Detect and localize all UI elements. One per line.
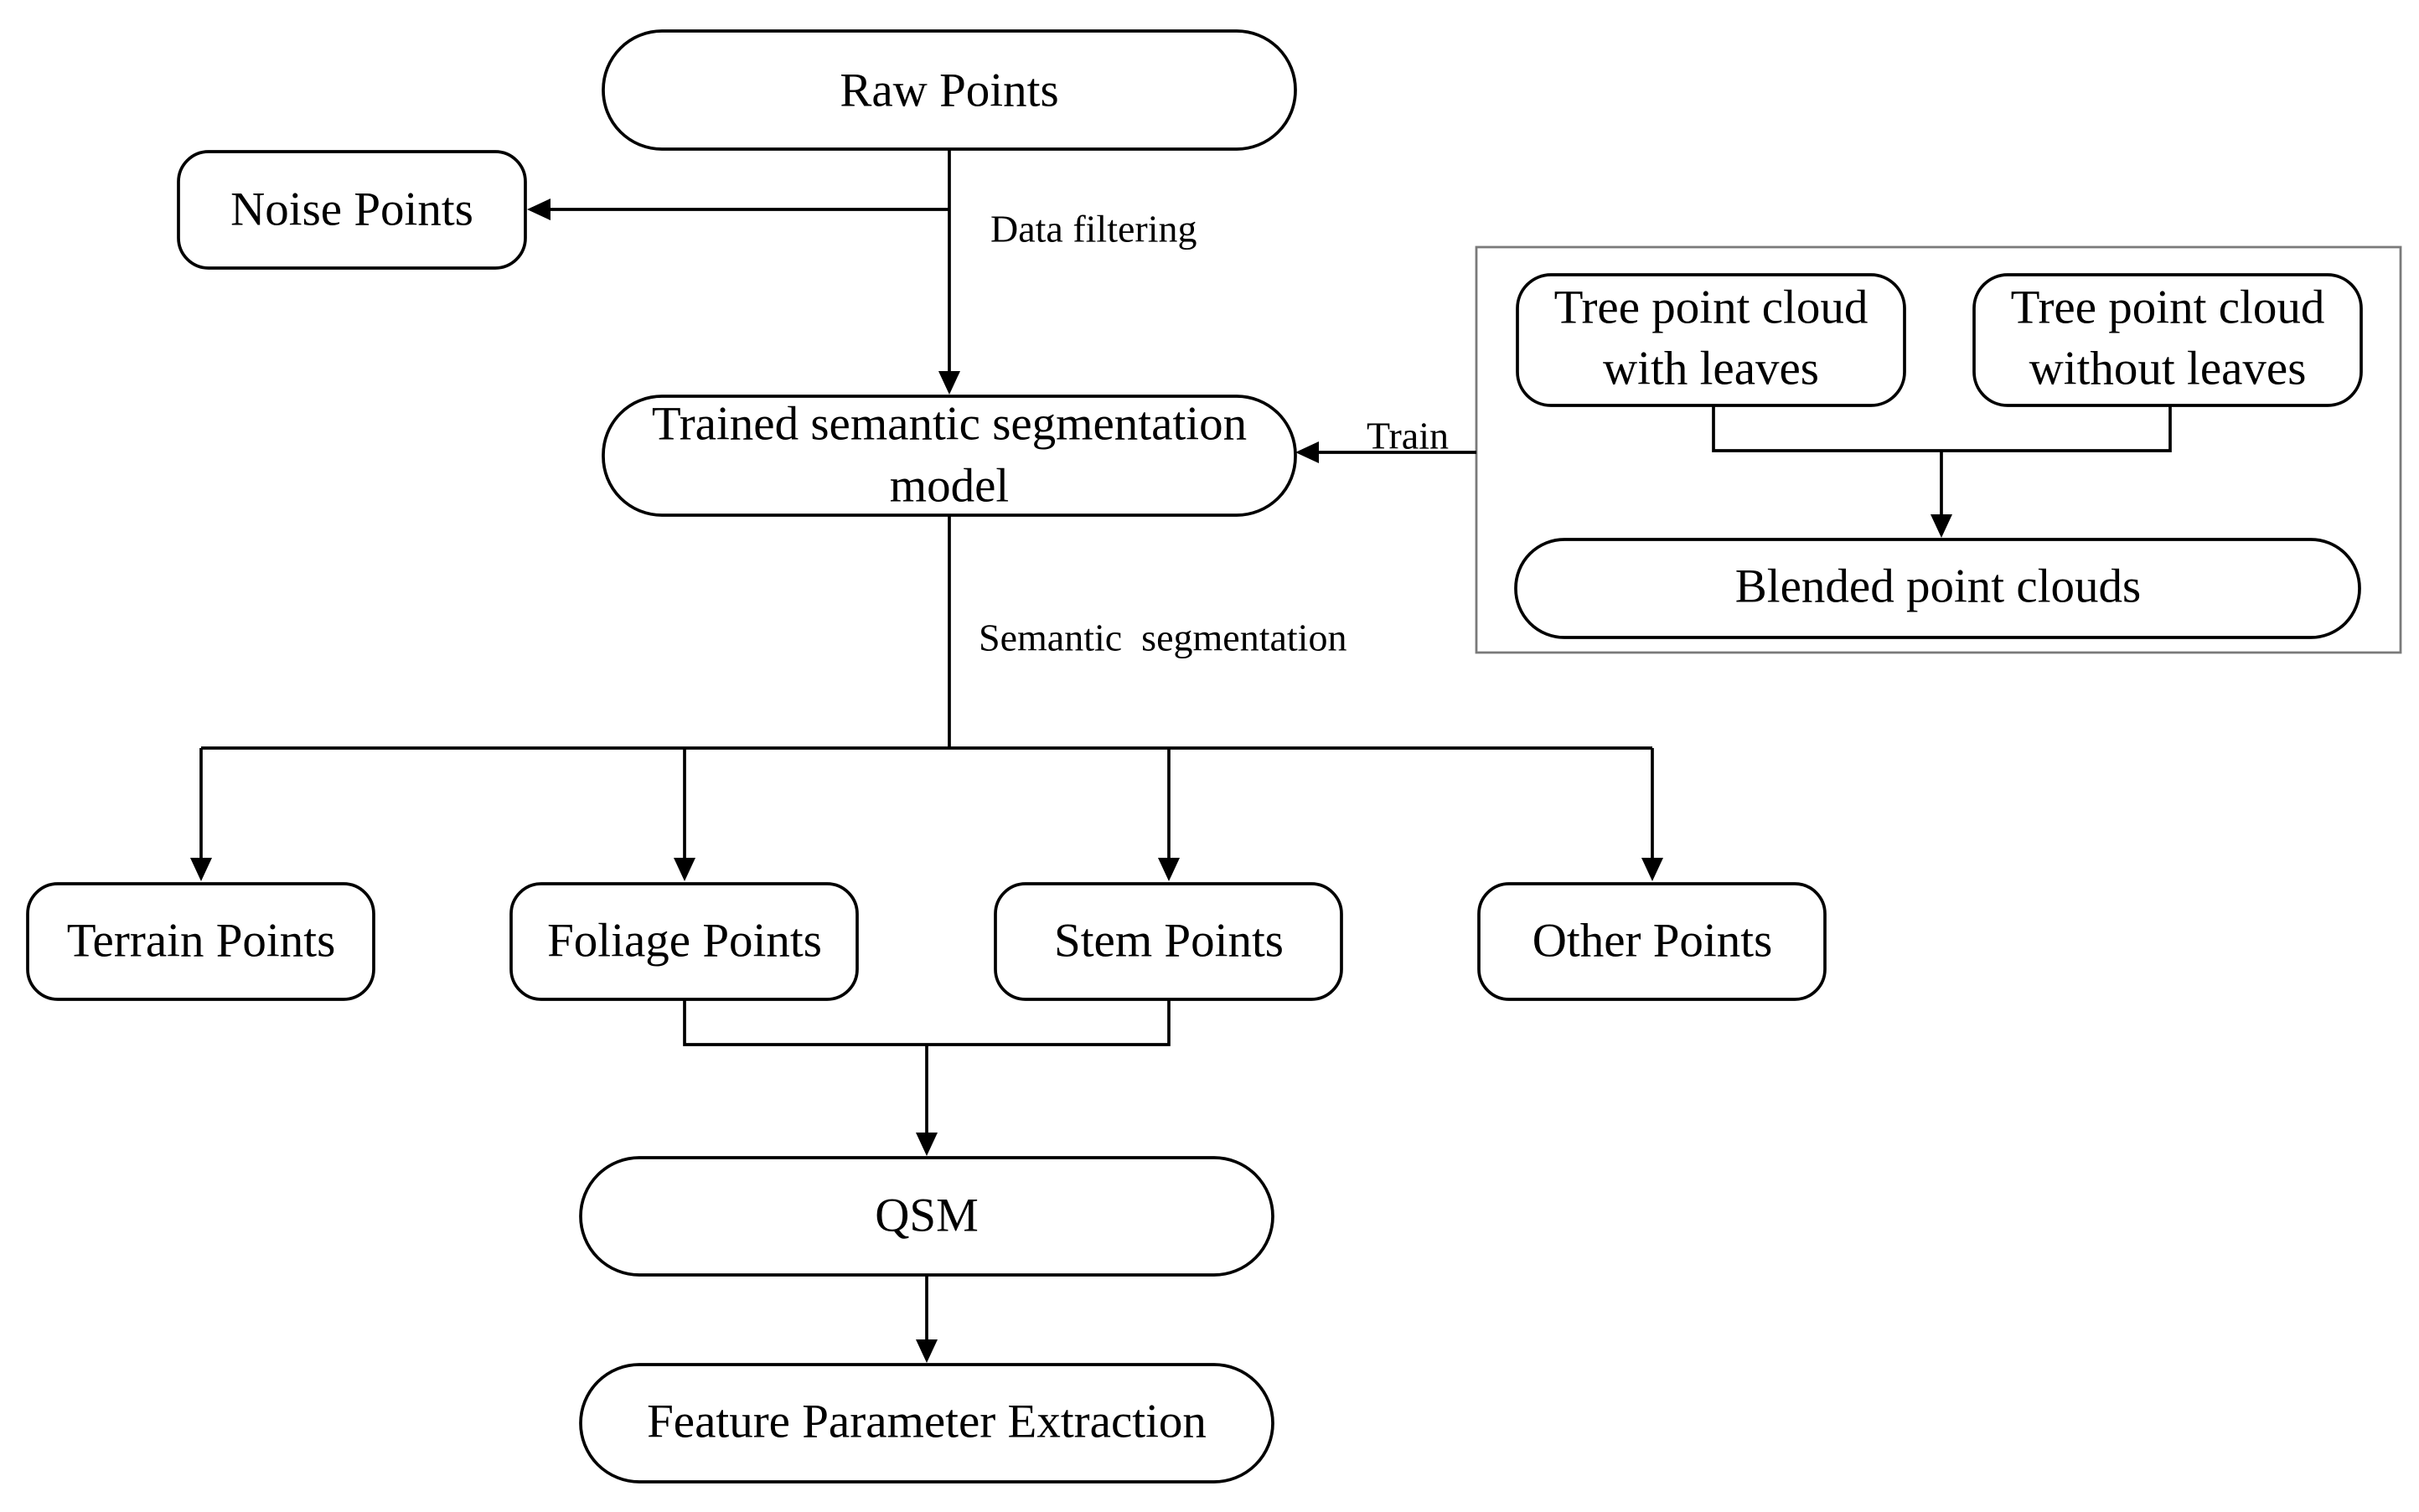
connector-leaves-merge	[1712, 405, 2172, 452]
arrowhead-to-stem	[1158, 858, 1180, 881]
node-qsm-label: QSM	[875, 1189, 979, 1242]
edge-label-semantic-segmentation: Semantic segmentation	[979, 617, 1346, 659]
arrowhead-to-other	[1641, 858, 1663, 881]
arrowhead-to-terrain	[190, 858, 212, 881]
node-qsm: QSM	[579, 1156, 1274, 1277]
node-stem-points: Stem Points	[994, 882, 1343, 1001]
arrowhead-to-foliage	[674, 858, 695, 881]
node-raw-points-label: Raw Points	[840, 65, 1058, 117]
arrowhead-to-noise	[527, 199, 550, 220]
node-tree-without-leaves-label-line1: Tree point cloud	[2011, 281, 2325, 334]
connector-foliage-stem-merge	[683, 999, 1171, 1046]
node-tree-with-leaves-label-line2: with leaves	[1603, 343, 1819, 395]
node-tree-with-leaves-label-line1: Tree point cloud	[1554, 281, 1869, 334]
node-foliage-points-label: Foliage Points	[547, 915, 822, 968]
node-feature-parameter-extraction-label: Feature Parameter Extraction	[647, 1396, 1207, 1448]
node-trained-model-label-line1: Trained semantic segmentation	[652, 398, 1247, 451]
node-noise-points: Noise Points	[177, 150, 527, 270]
node-feature-parameter-extraction: Feature Parameter Extraction	[579, 1363, 1274, 1484]
node-blended-point-clouds: Blended point clouds	[1514, 538, 2361, 639]
node-tree-without-leaves-label-line2: without leaves	[2029, 343, 2307, 395]
node-terrain-points: Terrain Points	[26, 882, 375, 1001]
edge-label-train: Train	[1367, 415, 1449, 457]
node-blended-point-clouds-label: Blended point clouds	[1735, 560, 2141, 613]
node-other-points: Other Points	[1477, 882, 1827, 1001]
arrowhead-to-blended	[1931, 514, 1952, 538]
node-other-points-label: Other Points	[1533, 915, 1773, 968]
node-trained-model: Trained semantic segmentation model	[602, 395, 1297, 517]
arrowhead-to-qsm	[916, 1133, 938, 1156]
node-trained-model-label-line2: model	[890, 460, 1009, 513]
training-data-group-frame	[1475, 245, 2402, 654]
node-stem-points-label: Stem Points	[1054, 915, 1284, 968]
arrowhead-train	[1295, 441, 1319, 463]
node-tree-with-leaves: Tree point cloud with leaves	[1516, 273, 1906, 407]
node-raw-points: Raw Points	[602, 29, 1297, 151]
node-noise-points-label: Noise Points	[230, 183, 473, 236]
node-tree-without-leaves: Tree point cloud without leaves	[1972, 273, 2363, 407]
edge-label-data-filtering: Data filtering	[990, 208, 1197, 250]
node-foliage-points: Foliage Points	[509, 882, 859, 1001]
node-terrain-points-label: Terrain Points	[67, 915, 336, 968]
arrowhead-to-fpe	[916, 1339, 938, 1363]
arrowhead-to-model	[938, 371, 960, 395]
